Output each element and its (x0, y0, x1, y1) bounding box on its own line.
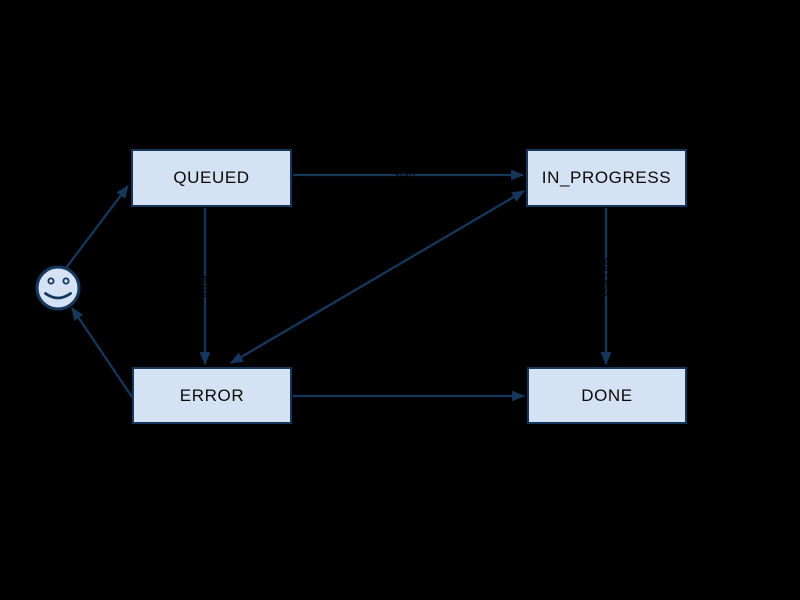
smiley-right-eye (62, 277, 70, 285)
state-label-in-progress: IN_PROGRESS (541, 168, 672, 187)
state-node-queued: QUEUED (131, 149, 292, 207)
state-label-queued: QUEUED (173, 168, 250, 187)
edge-label-success: success (600, 257, 612, 297)
smiley-mouth (44, 292, 72, 300)
edge-in-progress-error-bidirectional (230, 190, 525, 364)
edge-user-to-queued (65, 185, 129, 269)
state-node-error: ERROR (132, 367, 292, 424)
user-smiley-node (35, 265, 81, 311)
edge-label-start: start (394, 169, 416, 181)
smiley-left-eye (47, 277, 55, 285)
state-node-in-progress: IN_PROGRESS (526, 149, 687, 207)
smiley-face-icon (35, 265, 81, 311)
state-label-error: ERROR (179, 385, 245, 405)
edge-label-error: error (199, 275, 211, 299)
state-label-done: DONE (581, 385, 633, 405)
edge-error-to-user (71, 307, 133, 398)
state-node-done: DONE (527, 367, 687, 424)
